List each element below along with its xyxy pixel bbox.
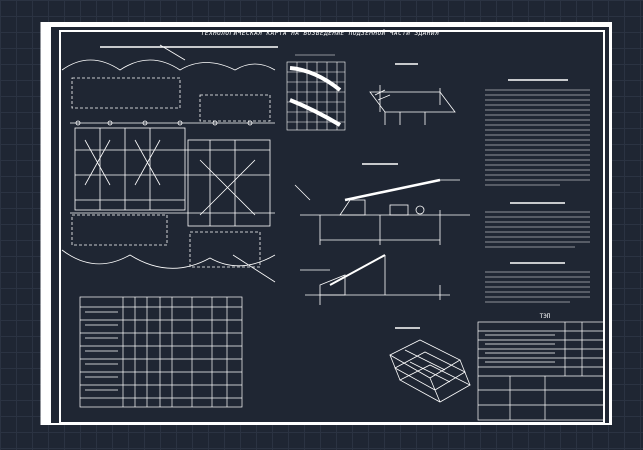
title-block: [477, 321, 605, 421]
drawing-sheet-frame: [40, 22, 612, 425]
sheet-title: ТЕХНОЛОГИЧЕСКАЯ КАРТА НА ВОЗВЕДЕНИЕ ПОДЗ…: [200, 30, 440, 37]
crane-operation-scheme: [294, 163, 470, 245]
work-schedule-table: [79, 296, 243, 408]
concreting-graph: [286, 54, 346, 131]
foundation-plan: [61, 44, 278, 283]
wall-section-detail: [369, 63, 456, 125]
stamp-label: ТЭП: [539, 313, 551, 320]
formwork-isometric: [389, 327, 471, 403]
technical-notes-text: [485, 79, 590, 303]
excavation-scheme: [300, 254, 450, 305]
